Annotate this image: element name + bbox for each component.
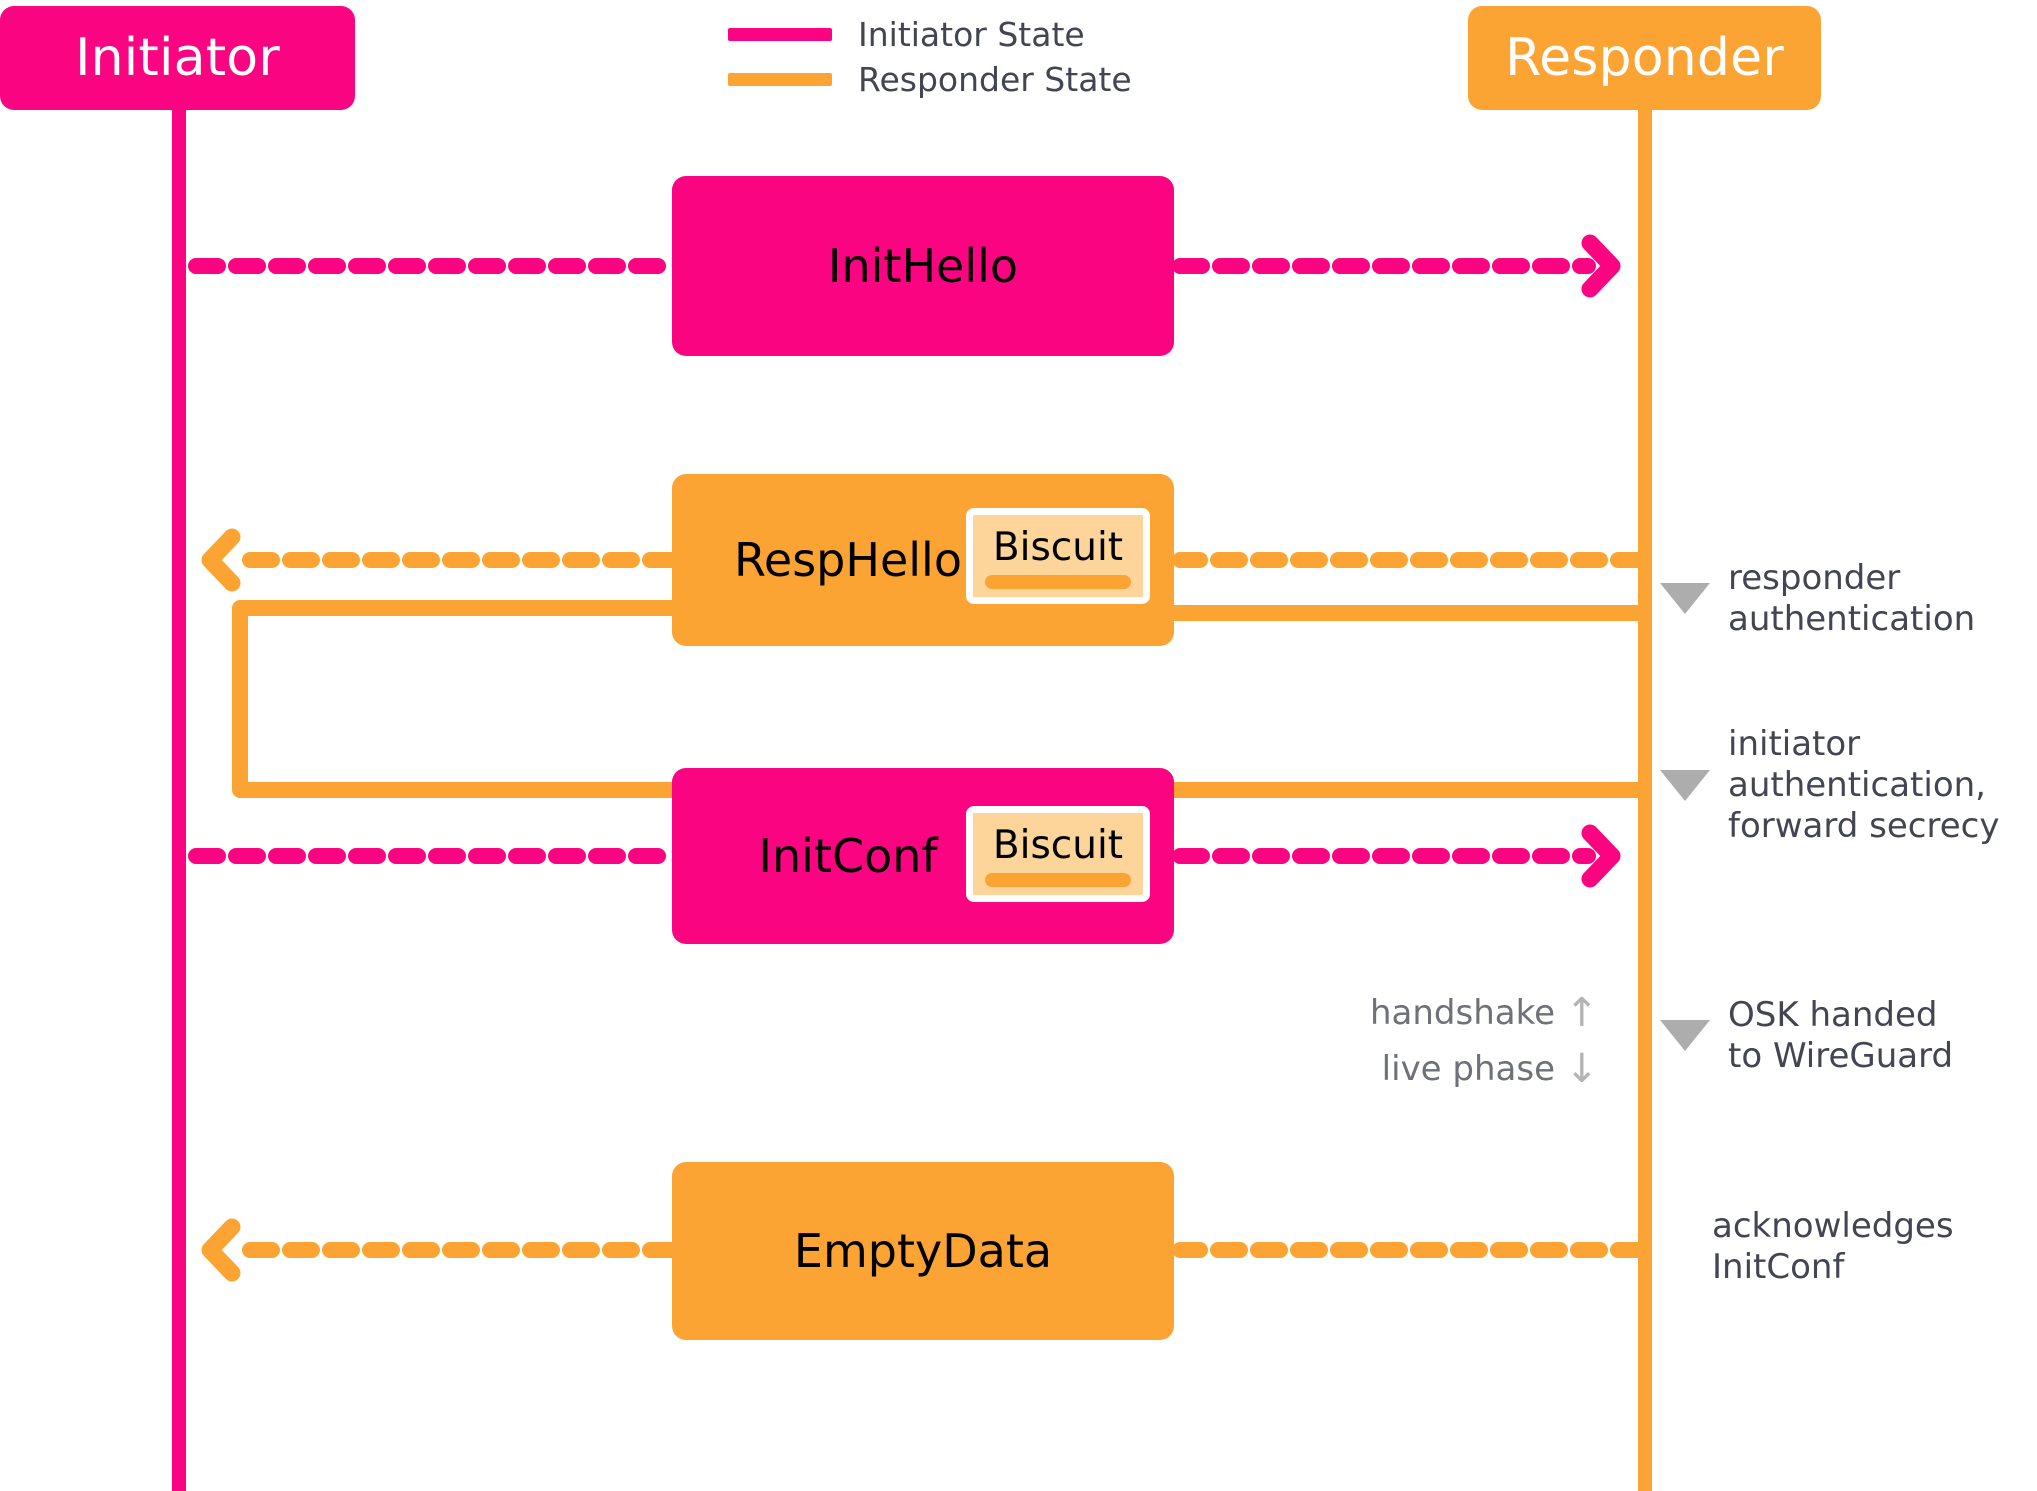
message-box-resphello[interactable]: RespHello Biscuit: [672, 474, 1174, 646]
annotation-acknowledges-initconf: acknowledges InitConf: [1712, 1206, 1954, 1288]
chevron-left-arrow-icon: [201, 528, 241, 592]
biscuit-bar-icon: [985, 872, 1131, 887]
legend-item-initiator-state: Initiator State: [728, 12, 1132, 57]
message-box-emptydata[interactable]: EmptyData: [672, 1162, 1174, 1340]
triangle-down-icon: [1660, 1020, 1710, 1052]
annotation-text: responder authentication: [1728, 558, 1976, 639]
message-label-resphello: RespHello: [734, 533, 962, 587]
line-swatch-icon: [728, 28, 832, 41]
annotation-osk-handed-to-wireguard: OSK handed to WireGuard: [1660, 995, 1953, 1077]
phase-handshake: handshake ↑: [1370, 985, 1599, 1041]
actor-responder[interactable]: Responder: [1468, 6, 1821, 110]
biscuit-bar-icon: [985, 574, 1131, 589]
message-label-emptydata: EmptyData: [793, 1224, 1053, 1278]
legend-label-initiator-state: Initiator State: [858, 15, 1085, 54]
message-box-inithello[interactable]: InitHello: [672, 176, 1174, 356]
initconf-chevron-right-arrow-icon: [1581, 824, 1621, 888]
message-label-initconf: InitConf: [758, 829, 938, 883]
biscuit-chip-resphello[interactable]: Biscuit: [966, 508, 1150, 604]
annotation-text: acknowledges InitConf: [1712, 1206, 1954, 1287]
annotation-text: initiator authentication, forward secrec…: [1728, 724, 2000, 846]
actor-initiator-label: Initiator: [75, 28, 280, 88]
triangle-down-icon: [1660, 583, 1710, 615]
actor-responder-label: Responder: [1505, 28, 1784, 88]
biscuit-label: Biscuit: [992, 524, 1124, 570]
annotation-text: OSK handed to WireGuard: [1728, 995, 1954, 1076]
arrow-up-icon: ↑: [1565, 990, 1599, 1036]
phase-indicator-group: handshake ↑ live phase ↓: [1370, 985, 1599, 1097]
actor-initiator[interactable]: Initiator: [0, 6, 355, 110]
message-label-inithello: InitHello: [827, 239, 1019, 293]
chevron-right-arrow-icon: [1581, 234, 1621, 298]
phase-handshake-label: handshake: [1370, 993, 1556, 1033]
annotation-responder-authentication: responder authentication: [1660, 558, 1975, 640]
initiator-lifeline: [172, 104, 186, 1491]
biscuit-label: Biscuit: [992, 822, 1124, 868]
arrow-down-icon: ↓: [1565, 1046, 1599, 1092]
line-swatch-icon: [728, 73, 832, 86]
resphello-to-initconf-state-path: [232, 600, 676, 798]
phase-live-label: live phase: [1381, 1049, 1556, 1089]
message-box-initconf[interactable]: InitConf Biscuit: [672, 768, 1174, 944]
triangle-down-icon: [1660, 769, 1710, 801]
emptydata-chevron-left-arrow-icon: [201, 1218, 241, 1282]
legend-item-responder-state: Responder State: [728, 57, 1132, 102]
legend: Initiator State Responder State: [728, 12, 1132, 102]
phase-live: live phase ↓: [1381, 1041, 1599, 1097]
biscuit-chip-initconf[interactable]: Biscuit: [966, 806, 1150, 902]
legend-label-responder-state: Responder State: [858, 60, 1132, 99]
annotation-initiator-authentication: initiator authentication, forward secrec…: [1660, 724, 1999, 846]
